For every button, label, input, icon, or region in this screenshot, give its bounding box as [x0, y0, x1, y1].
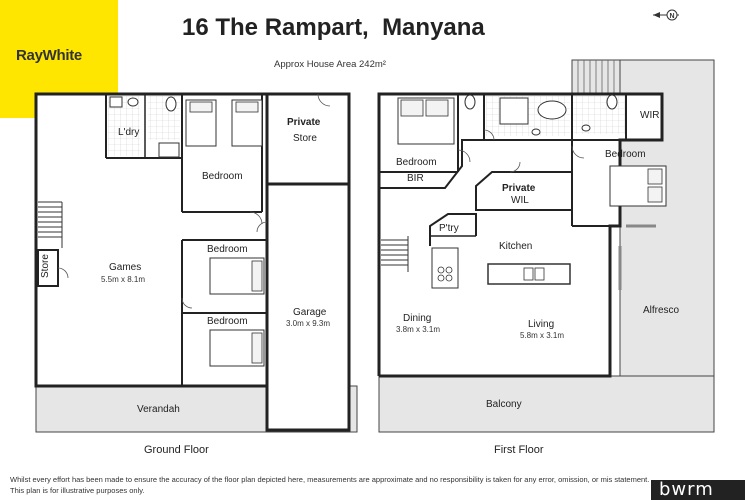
sink-icon	[127, 97, 139, 107]
room-label-balcony: Balcony	[486, 399, 522, 410]
bed-icon	[397, 97, 455, 145]
disclaimer-line-1: Whilst every effort has been made to ens…	[10, 475, 650, 484]
shower-icon	[499, 97, 529, 125]
floor-label-ground: Ground Floor	[144, 444, 209, 456]
room-label-store: Store	[40, 254, 51, 278]
toilet-icon	[464, 94, 476, 110]
disclaimer-line-2: This plan is for illustrative purposes o…	[10, 486, 145, 495]
first-floor-plan	[377, 59, 715, 433]
property-address-title: 16 The Rampart, Manyana	[182, 14, 485, 41]
ensuite-tiles	[572, 96, 626, 134]
washer-icon	[109, 96, 123, 108]
sink-icon	[531, 128, 541, 136]
floor-label-first: First Floor	[494, 444, 544, 456]
room-label-bedroom: Bedroom	[202, 171, 243, 182]
private-wil-wall	[475, 171, 573, 211]
room-label-bedroom: Bedroom	[207, 316, 248, 327]
toilet-icon	[606, 94, 618, 110]
room-size-games: 5.5m x 8.1m	[101, 275, 146, 284]
toilet-icon	[165, 96, 177, 112]
room-label-bir: BIR	[407, 173, 424, 184]
room-label-verandah: Verandah	[137, 404, 180, 415]
room-label-kitchen: Kitchen	[499, 241, 533, 252]
kitchen-bench	[431, 247, 459, 289]
north-arrow-icon: N	[653, 9, 679, 21]
room-size-dining: 3.8m x 3.1m	[396, 325, 441, 334]
raywhite-logo-text: RayWhite	[16, 47, 82, 64]
bed-icon	[609, 165, 667, 207]
shower-icon	[158, 142, 180, 158]
stairs-icon	[577, 60, 615, 94]
bwrm-logo: bwrm	[651, 479, 745, 500]
room-label-pantry: P'try	[439, 223, 459, 234]
svg-text:N: N	[669, 13, 674, 20]
room-label-private-store: Private	[287, 117, 321, 128]
bwrm-logo-text: bwrm	[659, 479, 714, 500]
room-size-garage: 3.0m x 9.3m	[286, 319, 331, 328]
garage-wall	[265, 182, 351, 432]
sink-icon	[523, 267, 545, 281]
bed-icon	[209, 257, 265, 367]
room-label-private-store-sub: Store	[293, 133, 317, 144]
stairs-icon	[381, 236, 409, 272]
room-label-bedroom: Bedroom	[605, 149, 646, 160]
balcony-area	[378, 375, 715, 433]
stairs-icon	[38, 201, 63, 248]
room-label-games: Games	[109, 262, 142, 273]
room-label-alfresco: Alfresco	[643, 305, 680, 316]
room-label-private-wil-sub: WIL	[511, 195, 529, 206]
bed-icon	[185, 99, 263, 147]
stove-icon	[437, 266, 453, 282]
room-label-laundry: L'dry	[118, 127, 140, 138]
disclaimer: Whilst every effort has been made to ens…	[10, 474, 650, 496]
room-label-bedroom: Bedroom	[396, 157, 437, 168]
room-label-bedroom: Bedroom	[207, 244, 248, 255]
house-area-label: Approx House Area 242m²	[274, 59, 386, 70]
room-label-dining: Dining	[403, 313, 432, 324]
room-label-garage: Garage	[293, 307, 327, 318]
bath-icon	[537, 100, 567, 120]
private-store-wall	[265, 92, 351, 186]
room-label-wir: WIR	[640, 110, 660, 121]
room-label-private-wil: Private	[502, 183, 536, 194]
ground-floor-plan	[34, 92, 358, 433]
kitchen-island	[487, 263, 571, 285]
room-label-living: Living	[528, 319, 555, 330]
sink-icon	[581, 124, 591, 132]
room-size-living: 5.8m x 3.1m	[520, 331, 565, 340]
